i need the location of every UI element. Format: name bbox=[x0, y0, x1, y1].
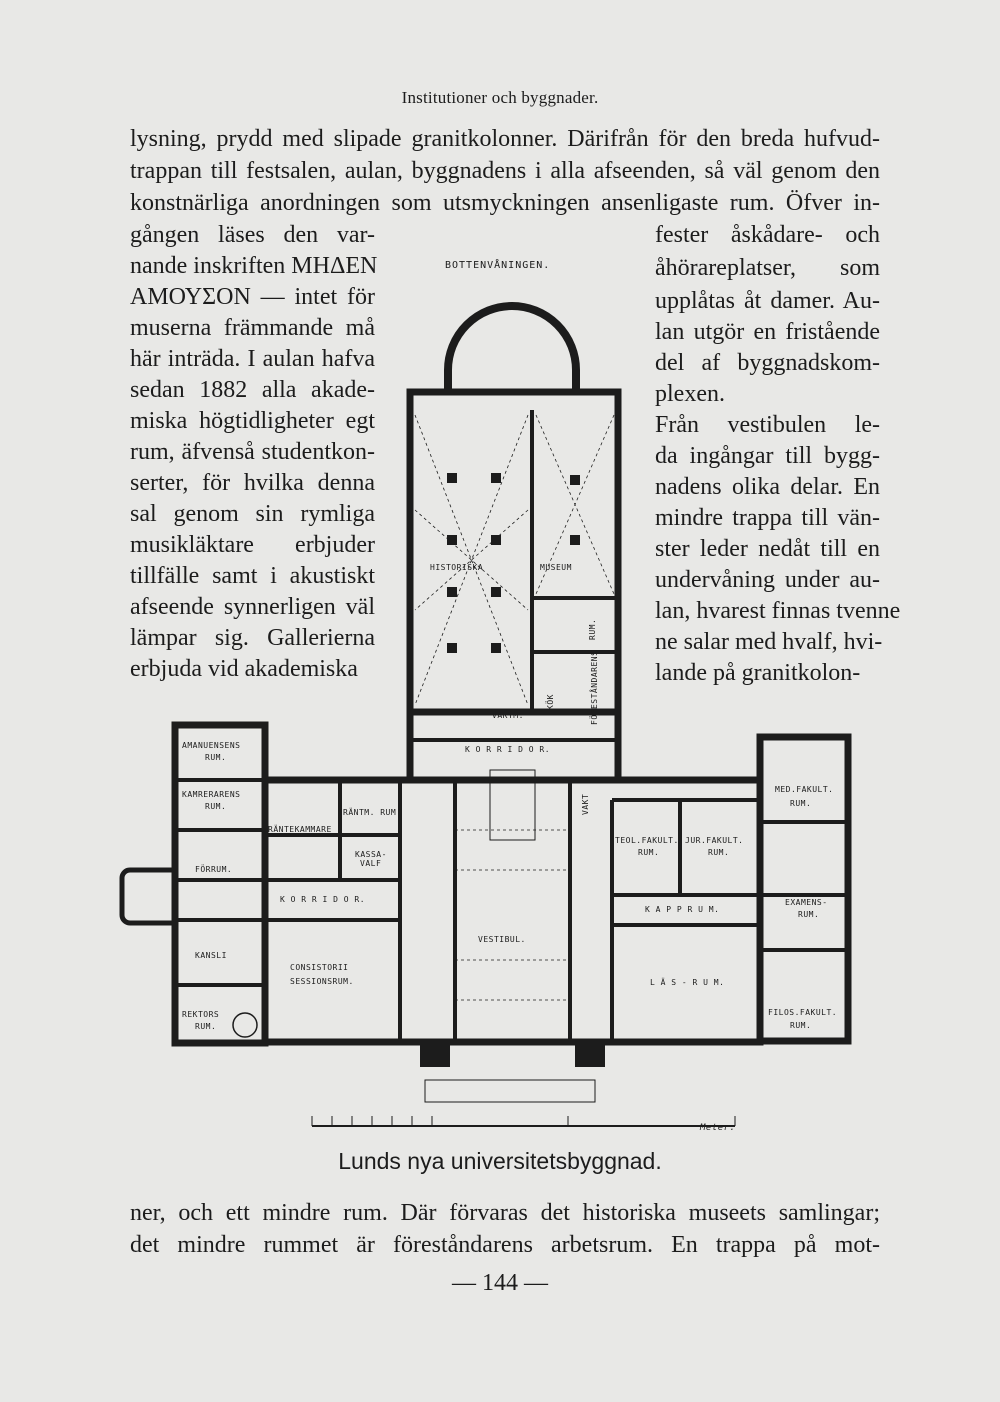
room-label: KASSA- bbox=[355, 850, 387, 859]
room-label: JUR.FAKULT. bbox=[685, 836, 743, 845]
vault-line bbox=[414, 509, 529, 611]
right-column-line: mindre trappa till vän- bbox=[655, 505, 880, 531]
room-label: RUM. bbox=[790, 799, 811, 808]
room-label: HISTORISKA bbox=[430, 563, 483, 572]
right-column-line: del af byggnadskom- bbox=[655, 350, 880, 376]
page-number: — 144 — bbox=[452, 1270, 548, 1296]
room-label: FILOS.FAKULT. bbox=[768, 1008, 837, 1017]
right-column-line: plexen. bbox=[655, 381, 725, 407]
left-column-line: sal genom sin rymliga bbox=[130, 501, 375, 527]
room-label: REKTORS bbox=[182, 1010, 219, 1019]
room-label: KAMRERARENS bbox=[182, 790, 240, 799]
room-label: RUM. bbox=[708, 848, 729, 857]
vault-line bbox=[414, 509, 529, 611]
right-column-line: lan utgör en fristående bbox=[655, 319, 880, 345]
room-label: VESTIBUL. bbox=[478, 935, 526, 944]
left-column-line: muserna främmande må bbox=[130, 315, 375, 341]
room-label: RÄNTM. RUM bbox=[343, 807, 396, 817]
room-label: RUM. bbox=[195, 1022, 216, 1031]
room-label: RUM. bbox=[638, 848, 659, 857]
left-column-line: afseende synnerligen väl bbox=[130, 594, 375, 620]
right-column-line: undervåning under au- bbox=[655, 567, 880, 593]
left-column-line: ΑΜΟΥΣΟΝ — intet för bbox=[130, 284, 375, 310]
right-column-line: lan, hvarest finnas tvenne bbox=[655, 598, 901, 624]
text-line: lysning, prydd med slipade granitkolonne… bbox=[130, 126, 880, 152]
room-label: FÖRESTÅNDARENS bbox=[588, 651, 599, 725]
left-column-line: tillfälle samt i akustiskt bbox=[130, 563, 375, 589]
room-label: K O R R I D O R. bbox=[465, 745, 550, 754]
right-column-line: nadens olika delar. En bbox=[655, 474, 880, 500]
right-column-line: ne salar med hvalf, hvi- bbox=[655, 629, 883, 655]
right-column-line: lande på granitkolon- bbox=[655, 660, 861, 686]
vault-line bbox=[414, 414, 529, 706]
room-label: SESSIONSRUM. bbox=[290, 977, 354, 986]
left-column-line: här inträda. I aulan hafva bbox=[130, 346, 375, 372]
room-label: VAKTM. bbox=[492, 711, 524, 720]
left-column-line: serter, för hvilka denna bbox=[130, 470, 375, 496]
right-column-line: da ingångar till bygg- bbox=[655, 443, 880, 469]
left-column-line: musikläktare erbjuder bbox=[130, 532, 375, 558]
plan-title: BOTTENVÅNINGEN. bbox=[445, 258, 550, 271]
center-connector-wall bbox=[406, 708, 622, 784]
left-column-line: sedan 1882 alla akade- bbox=[130, 377, 375, 403]
entrance-steps bbox=[424, 1079, 596, 1103]
aula-apse bbox=[444, 302, 580, 392]
text-line: konstnärliga anordningen som utsmyckning… bbox=[130, 190, 880, 216]
text-line: det mindre rummet är föreståndarens arbe… bbox=[130, 1232, 880, 1258]
room-label: FÖRRUM. bbox=[195, 864, 232, 874]
vault-line bbox=[414, 414, 529, 706]
left-column-line: rum, äfvenså studentkon- bbox=[130, 439, 375, 465]
room-label: RUM. bbox=[798, 910, 819, 919]
room-label: RÄNTEKAMMARE bbox=[268, 824, 332, 834]
text-line: ner, och ett mindre rum. Där förvaras de… bbox=[130, 1200, 880, 1226]
left-column-line: erbjuda vid akademiska bbox=[130, 656, 358, 682]
spiral-stair bbox=[232, 1012, 258, 1038]
room-label: VALF bbox=[360, 859, 381, 868]
room-label: RUM. bbox=[205, 753, 226, 762]
scale-bar bbox=[311, 1116, 736, 1127]
room-label: RUM. bbox=[588, 619, 597, 640]
left-column-line: lämpar sig. Gallerierna bbox=[130, 625, 375, 651]
room-label: CONSISTORII bbox=[290, 963, 348, 972]
scale-label: Meter. bbox=[699, 1123, 736, 1133]
room-label: RUM. bbox=[790, 1021, 811, 1030]
text-line: trappan till festsalen, aulan, byggnaden… bbox=[130, 158, 880, 184]
right-column-line: Från vestibulen le- bbox=[655, 412, 880, 438]
room-label: VAKT bbox=[581, 794, 590, 815]
room-label: KÖK bbox=[545, 694, 555, 710]
side-entrance bbox=[119, 867, 175, 926]
room-label: TEOL.FAKULT. bbox=[615, 836, 679, 845]
right-column-line: fester åskådare- och bbox=[655, 222, 880, 248]
vault-line bbox=[535, 414, 615, 595]
room-label: KANSLI bbox=[195, 951, 227, 960]
running-head: Institutioner och byggnader. bbox=[401, 88, 599, 107]
left-column-line: nande inskriften ΜΗΔΕΝ bbox=[130, 253, 378, 279]
aula-wall bbox=[406, 388, 622, 716]
right-column-line: åhörareplatser, som bbox=[655, 255, 880, 281]
west-wing-wall bbox=[171, 721, 269, 1047]
left-column-line: miska högtidligheter egt bbox=[130, 408, 375, 434]
figure-caption: Lunds nya universitetsbyggnad. bbox=[338, 1148, 662, 1174]
right-column-line: ster leder nedåt till en bbox=[655, 536, 880, 562]
room-label: AMANUENSENS bbox=[182, 741, 240, 750]
room-label: K O R R I D O R. bbox=[280, 895, 365, 904]
room-label: EXAMENS- bbox=[785, 898, 828, 907]
left-column-line: gången läses den var- bbox=[130, 222, 375, 248]
main-stair bbox=[489, 769, 536, 841]
room-label: K A P P R U M. bbox=[645, 905, 719, 914]
east-wing-wall bbox=[756, 733, 852, 1045]
room-label: L Ä S - R U M. bbox=[650, 977, 724, 987]
room-label: MED.FAKULT. bbox=[775, 785, 833, 794]
room-label: RUM. bbox=[205, 802, 226, 811]
room-label: MUSEUM bbox=[540, 563, 572, 572]
right-column-line: upplåtas åt damer. Au- bbox=[655, 288, 880, 314]
aula-columns bbox=[420, 473, 605, 1067]
